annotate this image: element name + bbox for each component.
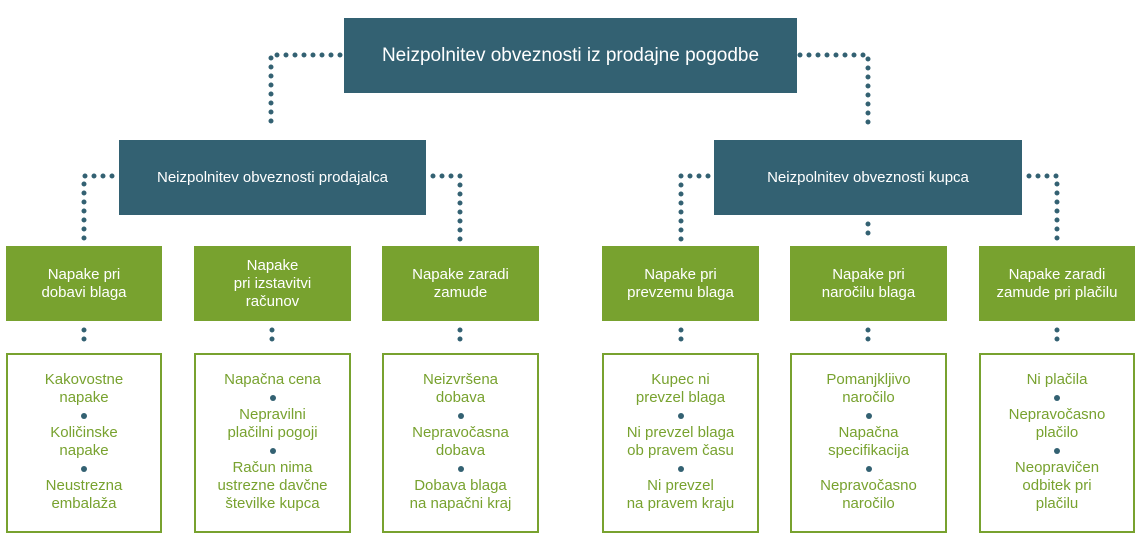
category-title: Napake pri izstavitvi računov [233, 256, 312, 310]
bullet-icon [457, 466, 464, 472]
leaf-item: Kakovostne napake [44, 371, 124, 406]
leaf-box-invoice: Napačna cena Nepravilni plačilni pogoji … [194, 353, 351, 533]
bullet-icon [81, 466, 87, 472]
root-node: Neizpolnitev obveznosti iz prodajne pogo… [344, 18, 797, 93]
leaf-box-delay: Neizvršena dobava Nepravočasna dobava Do… [382, 353, 539, 533]
leaf-item: Račun nima ustrezne davčne številke kupc… [217, 459, 328, 512]
leaf-item: Napačna specifikacija [828, 424, 909, 459]
bullet-icon [1054, 448, 1060, 454]
leaf-item: Nepravočasna dobava [412, 424, 509, 459]
leaf-item: Dobava blaga na napačni kraj [409, 477, 512, 512]
leaf-item: Neustrezna embalaža [45, 477, 123, 512]
bullet-icon [865, 413, 872, 419]
bullet-icon [1054, 395, 1060, 401]
leaf-item: Pomanjkljivo naročilo [826, 371, 911, 406]
category-delay-errors: Napake zaradi zamude [382, 246, 539, 321]
category-title: Napake zaradi zamude pri plačilu [996, 265, 1118, 301]
leaf-item: Neopravičen odbitek pri plačilu [1014, 459, 1100, 512]
leaf-item: Kupec ni prevzel blaga [635, 371, 726, 406]
category-invoice-errors: Napake pri izstavitvi računov [194, 246, 351, 321]
leaf-item: Količinske napake [50, 424, 118, 459]
leaf-item: Napačna cena [224, 371, 321, 388]
leaf-item: Nepravilni plačilni pogoji [227, 406, 318, 441]
bullet-icon [457, 413, 464, 419]
bullet-icon [269, 395, 276, 401]
leaf-box-delivery: Kakovostne napake Količinske napake Neus… [6, 353, 162, 533]
leaf-box-payment: Ni plačila Nepravočasno plačilo Neopravi… [979, 353, 1135, 533]
category-payment-delay-errors: Napake zaradi zamude pri plačilu [979, 246, 1135, 321]
bullet-icon [269, 448, 276, 454]
leaf-box-receipt: Kupec ni prevzel blaga Ni prevzel blaga … [602, 353, 759, 533]
bullet-icon [81, 413, 87, 419]
leaf-box-order: Pomanjkljivo naročilo Napačna specifikac… [790, 353, 947, 533]
category-title: Napake zaradi zamude [412, 265, 509, 301]
category-delivery-errors: Napake pri dobavi blaga [6, 246, 162, 321]
branch-seller-title: Neizpolnitev obveznosti prodajalca [157, 169, 388, 186]
leaf-item: Ni prevzel blaga ob pravem času [626, 424, 735, 459]
leaf-item: Neizvršena dobava [422, 371, 499, 406]
leaf-item: Nepravočasno naročilo [820, 477, 917, 512]
branch-seller: Neizpolnitev obveznosti prodajalca [119, 140, 426, 215]
bullet-icon [677, 413, 684, 419]
branch-buyer-title: Neizpolnitev obveznosti kupca [767, 169, 969, 186]
branch-buyer: Neizpolnitev obveznosti kupca [714, 140, 1022, 215]
category-title: Napake pri naročilu blaga [821, 265, 916, 301]
leaf-item: Ni plačila [1026, 371, 1088, 388]
category-title: Napake pri dobavi blaga [41, 265, 127, 301]
bullet-icon [677, 466, 684, 472]
root-title: Neizpolnitev obveznosti iz prodajne pogo… [381, 44, 760, 66]
leaf-item: Nepravočasno plačilo [1008, 406, 1106, 441]
leaf-item: Ni prevzel na pravem kraju [626, 477, 735, 512]
bullet-icon [865, 466, 872, 472]
category-title: Napake pri prevzemu blaga [627, 265, 734, 301]
category-order-errors: Napake pri naročilu blaga [790, 246, 947, 321]
category-receipt-errors: Napake pri prevzemu blaga [602, 246, 759, 321]
